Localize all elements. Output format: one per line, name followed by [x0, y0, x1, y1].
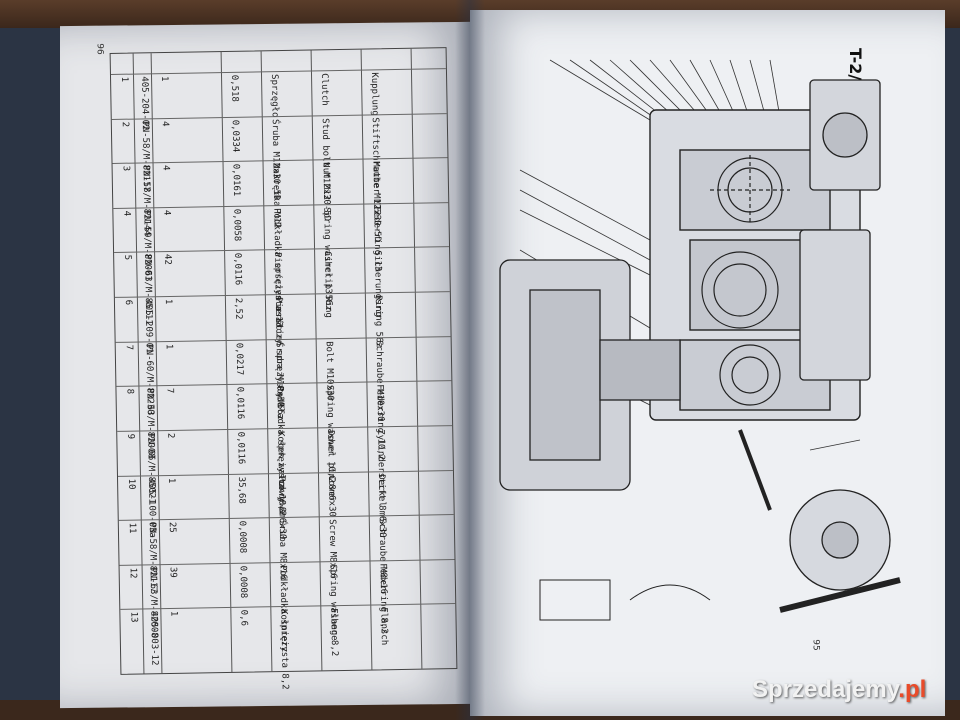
pulley	[799, 79, 881, 381]
left-page-number: 96	[94, 43, 105, 55]
gear-set	[701, 155, 790, 406]
table-cell-pos: 3	[120, 165, 131, 172]
table-cell-pos: 7	[123, 344, 134, 350]
table-cell-pos: 2	[119, 121, 130, 127]
table-cell-name-de: Deckel	[375, 473, 387, 507]
table-cell-qty: 1	[166, 477, 177, 484]
detail-sketch	[539, 579, 711, 621]
table-cell-qty: 4	[161, 209, 172, 216]
table-cell-qty: 1	[162, 298, 173, 305]
table-cell-name-de: Flansch	[378, 607, 389, 646]
table-cell-pos: 4	[121, 210, 132, 217]
table-cell-name-pl: Pokrywa	[276, 475, 287, 514]
table-cell-name-en: Ring	[322, 296, 334, 319]
table-cell-name-pl: Sprzęgło	[268, 74, 280, 118]
table-cell-name-en: Flange	[328, 608, 339, 642]
table-cell-name-de: Ring	[372, 295, 384, 318]
table-cell-mass: 0,0161	[230, 163, 242, 197]
table-cell-pos: 11	[126, 522, 137, 534]
table-cell-name-en: Nut M12	[320, 162, 332, 201]
table-cell-pos: 5	[122, 255, 133, 261]
table-cell-pos: 6	[122, 299, 134, 306]
table-cell-mass: 0,0008	[237, 565, 249, 599]
table-cell-mass: 0,0116	[232, 253, 243, 286]
table-cell-mass: 0,0116	[234, 386, 246, 420]
assembly-drawing	[499, 59, 901, 621]
table-cell-mass: 0,0058	[231, 208, 242, 242]
table-cell-pos: 10	[126, 478, 137, 490]
table-cell-pos: 9	[125, 433, 136, 440]
table-cell-name-de: Kupplung	[368, 72, 380, 116]
table-cell-pos: 13	[128, 611, 139, 623]
table-cell-qty: 4	[159, 120, 170, 127]
flange-wheel	[499, 259, 681, 491]
table-cell-pos: 12	[127, 567, 138, 579]
table-cell-qty: 1	[163, 343, 174, 350]
table-cell-mass: 0,0116	[235, 431, 246, 465]
table-cell-qty: 39	[167, 566, 178, 578]
table-cell-mass: 0,518	[228, 74, 240, 102]
table-cell-qty: 25	[166, 522, 177, 534]
table-cell-mass: 0,0217	[233, 342, 245, 376]
table-cell-qty: 42	[162, 254, 173, 266]
table-cell-qty: 1	[159, 75, 170, 82]
table-cell-pos: 1	[119, 76, 130, 83]
table-cell-name-en: Cover	[325, 474, 337, 502]
table-cell-mass: 35,68	[236, 476, 247, 504]
watermark-brand: Sprzedajemy	[752, 676, 899, 703]
watermark: Sprzedajemy.pl	[752, 676, 926, 704]
table-cell-nr: 405-003-12	[148, 611, 160, 666]
book-gutter	[455, 0, 485, 720]
table-cell-name-en: Dowel pin 8m6x30	[325, 430, 337, 517]
table-cell-mass: 0,6	[238, 610, 249, 627]
table-cell-qty: 4	[160, 165, 171, 171]
table-cell-mass: 2,52	[232, 297, 244, 320]
right-page-number: 95	[810, 639, 821, 651]
table-cell-qty: 1	[168, 611, 179, 617]
table-cell-mass: 0,0008	[236, 520, 248, 554]
watermark-suffix: .pl	[898, 676, 927, 703]
table-cell-mass: 0,0334	[229, 119, 241, 153]
table-cell-qty: 2	[165, 432, 176, 439]
lever-assembly	[738, 429, 901, 613]
table-cell-name-pl: Kołnierz	[278, 609, 290, 653]
table-column-divider	[410, 48, 423, 669]
table-cell-qty: 7	[164, 388, 175, 394]
table-cell-pos: 8	[124, 388, 135, 395]
table-cell-name-en: Clutch	[318, 73, 330, 106]
